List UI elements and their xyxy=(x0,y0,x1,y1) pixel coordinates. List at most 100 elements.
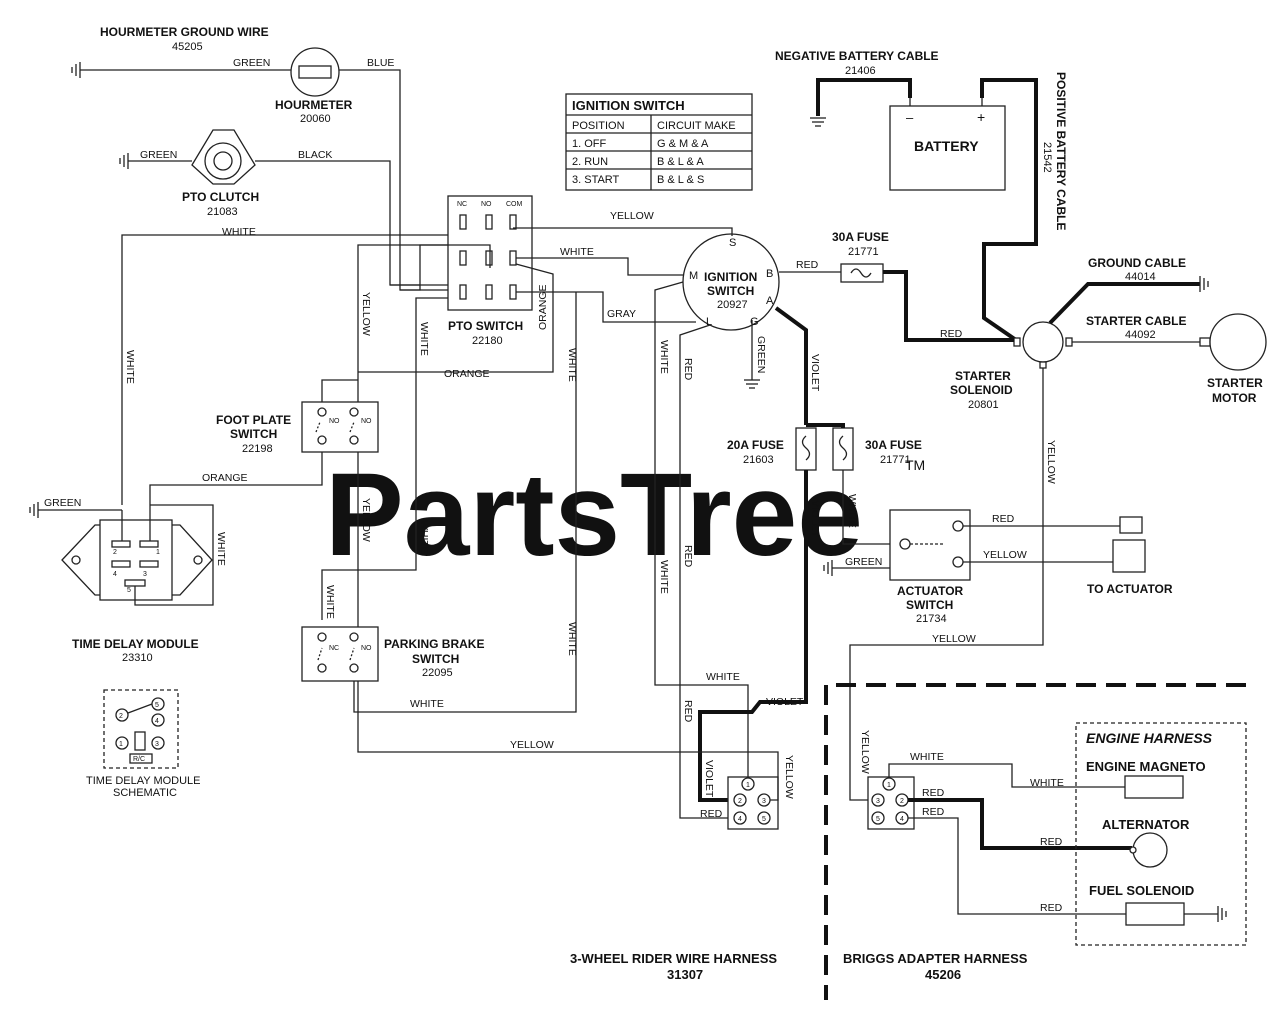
svg-text:BLACK: BLACK xyxy=(298,149,332,161)
svg-text:3: 3 xyxy=(762,798,766,805)
svg-text:21406: 21406 xyxy=(845,65,876,77)
svg-text:YELLOW: YELLOW xyxy=(360,498,372,542)
svg-text:RED: RED xyxy=(682,545,694,568)
svg-text:WHITE: WHITE xyxy=(846,494,858,528)
ignition-switch-table: IGNITION SWITCH POSITION CIRCUIT MAKE 1.… xyxy=(565,93,753,191)
svg-text:SOLENOID: SOLENOID xyxy=(950,383,1013,397)
svg-text:5: 5 xyxy=(155,702,159,709)
svg-text:ACTUATOR: ACTUATOR xyxy=(897,584,964,598)
svg-text:PartsTree: PartsTree xyxy=(325,449,863,581)
svg-text:WHITE: WHITE xyxy=(418,322,430,356)
svg-text:1: 1 xyxy=(156,549,160,556)
svg-text:WHITE: WHITE xyxy=(566,622,578,656)
svg-text:STARTER: STARTER xyxy=(955,369,1011,383)
svg-text:1: 1 xyxy=(887,782,891,789)
svg-text:WHITE: WHITE xyxy=(566,348,578,382)
svg-text:YELLOW: YELLOW xyxy=(1045,440,1057,484)
svg-text:WHITE: WHITE xyxy=(222,226,256,238)
svg-text:RED: RED xyxy=(682,700,694,723)
svg-text:NC: NC xyxy=(457,201,467,208)
svg-text:RED: RED xyxy=(1040,902,1063,914)
ignition-switch: IGNITION SWITCH 20927 S M B A L G GREEN xyxy=(682,233,780,389)
starter-motor xyxy=(1209,313,1267,371)
svg-text:WHITE: WHITE xyxy=(418,520,430,554)
svg-text:HOURMETER: HOURMETER xyxy=(275,98,353,112)
svg-text:TIME DELAY MODULE: TIME DELAY MODULE xyxy=(86,775,201,787)
svg-text:3: 3 xyxy=(155,741,159,748)
svg-text:WHITE: WHITE xyxy=(215,532,227,566)
svg-text:21771: 21771 xyxy=(880,454,911,466)
svg-text:21734: 21734 xyxy=(916,613,947,625)
svg-text:YELLOW: YELLOW xyxy=(859,730,871,774)
svg-text:3-WHEEL RIDER WIRE HARNESS: 3-WHEEL RIDER WIRE HARNESS xyxy=(570,951,777,966)
svg-text:PARKING BRAKE: PARKING BRAKE xyxy=(384,637,484,651)
svg-text:RED: RED xyxy=(796,259,819,271)
svg-text:TM: TM xyxy=(905,457,925,473)
svg-text:YELLOW: YELLOW xyxy=(360,292,372,336)
svg-text:GREEN: GREEN xyxy=(44,497,81,509)
svg-text:STARTER CABLE: STARTER CABLE xyxy=(1086,314,1186,328)
svg-text:22180: 22180 xyxy=(472,335,503,347)
svg-text:BRIGGS ADAPTER HARNESS: BRIGGS ADAPTER HARNESS xyxy=(843,951,1028,966)
time-delay-schematic: 2 5 4 1 3 R/C TIME DELAY MODULE SCHEMATI… xyxy=(86,689,201,799)
svg-text:ALTERNATOR: ALTERNATOR xyxy=(1102,817,1190,832)
svg-text:1. OFF: 1. OFF xyxy=(572,138,607,150)
svg-text:YELLOW: YELLOW xyxy=(983,549,1027,561)
svg-text:2. RUN: 2. RUN xyxy=(572,156,608,168)
svg-text:PTO SWITCH: PTO SWITCH xyxy=(448,319,523,333)
svg-text:20927: 20927 xyxy=(717,299,748,311)
svg-text:WHITE: WHITE xyxy=(706,671,740,683)
ground-icon xyxy=(119,153,129,169)
svg-text:4: 4 xyxy=(900,816,904,823)
svg-text:YELLOW: YELLOW xyxy=(783,755,795,799)
svg-text:RED: RED xyxy=(682,358,694,381)
svg-text:4: 4 xyxy=(113,571,117,578)
svg-text:BLUE: BLUE xyxy=(367,57,394,69)
ground-icon xyxy=(29,502,39,518)
svg-text:WHITE: WHITE xyxy=(410,698,444,710)
svg-text:NC: NC xyxy=(329,645,339,652)
svg-text:22095: 22095 xyxy=(422,667,453,679)
parking-brake-switch: NC NO PARKING BRAKE SWITCH 22095 xyxy=(301,626,484,682)
svg-text:RED: RED xyxy=(922,806,945,818)
svg-text:GREEN: GREEN xyxy=(233,57,270,69)
svg-text:5: 5 xyxy=(876,816,880,823)
svg-text:2: 2 xyxy=(738,798,742,805)
svg-text:3. START: 3. START xyxy=(572,174,620,186)
svg-text:45206: 45206 xyxy=(925,967,961,982)
svg-text:WHITE: WHITE xyxy=(910,751,944,763)
svg-text:GRAY: GRAY xyxy=(607,308,636,320)
svg-text:NEGATIVE BATTERY CABLE: NEGATIVE BATTERY CABLE xyxy=(775,49,939,63)
ground-icon xyxy=(1217,906,1227,922)
svg-text:NO: NO xyxy=(329,418,340,425)
battery: NEGATIVE BATTERY CABLE 21406 – + BATTERY… xyxy=(775,49,1068,342)
svg-text:44014: 44014 xyxy=(1125,271,1156,283)
ground-icon xyxy=(1199,276,1209,292)
ground-icon xyxy=(744,379,760,389)
svg-text:20A FUSE: 20A FUSE xyxy=(727,438,784,452)
fuses-middle: 20A FUSE 21603 30A FUSE 21771 VIOLET VIO… xyxy=(698,423,922,802)
svg-text:21603: 21603 xyxy=(743,454,774,466)
svg-text:BATTERY: BATTERY xyxy=(914,138,979,154)
svg-text:5: 5 xyxy=(762,816,766,823)
svg-text:SWITCH: SWITCH xyxy=(906,598,953,612)
svg-text:ORANGE: ORANGE xyxy=(444,368,490,380)
svg-text:L: L xyxy=(706,316,712,328)
svg-text:FOOT PLATE: FOOT PLATE xyxy=(216,413,291,427)
svg-text:R/C: R/C xyxy=(133,756,145,763)
svg-text:3: 3 xyxy=(876,798,880,805)
svg-text:TIME DELAY MODULE: TIME DELAY MODULE xyxy=(72,637,199,651)
svg-text:21771: 21771 xyxy=(848,246,879,258)
svg-text:M: M xyxy=(689,270,698,282)
svg-text:30A FUSE: 30A FUSE xyxy=(865,438,922,452)
ground-icon xyxy=(823,560,833,576)
foot-plate-switch: NO NO FOOT PLATE SWITCH 22198 xyxy=(216,401,379,455)
svg-text:WHITE: WHITE xyxy=(560,246,594,258)
hourmeter: HOURMETER GROUND WIRE 45205 HOURMETER 20… xyxy=(71,25,448,291)
svg-text:+: + xyxy=(977,109,985,125)
svg-text:20801: 20801 xyxy=(968,399,999,411)
svg-text:GROUND CABLE: GROUND CABLE xyxy=(1088,256,1186,270)
svg-text:POSITIVE BATTERY CABLE: POSITIVE BATTERY CABLE xyxy=(1054,72,1068,230)
svg-text:B & L & A: B & L & A xyxy=(657,156,704,168)
